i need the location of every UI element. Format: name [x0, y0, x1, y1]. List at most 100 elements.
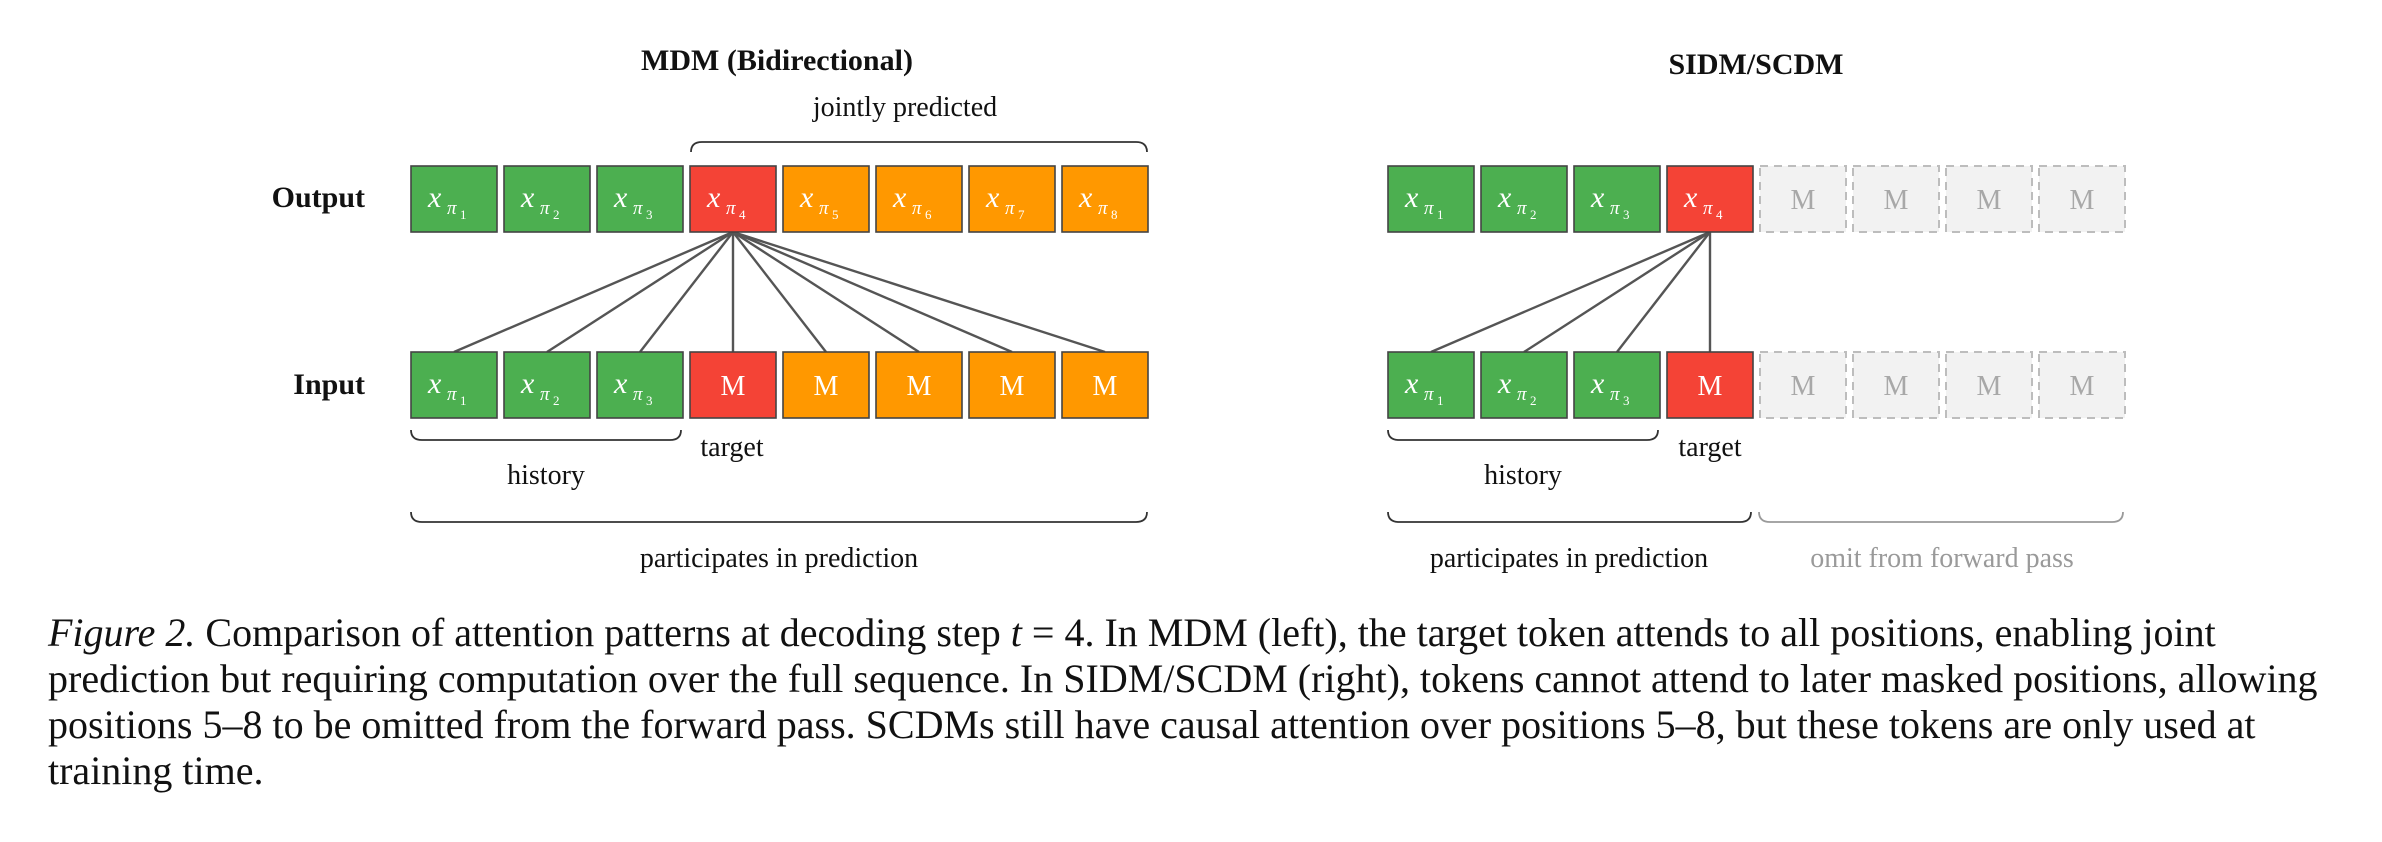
- token-index: 8: [1111, 207, 1118, 222]
- mdm-output-token-box: [782, 165, 870, 233]
- token-variable: x: [1497, 181, 1512, 214]
- sidm-output-token-box: [1387, 165, 1475, 233]
- sidm-output-token-8: M: [2038, 165, 2126, 233]
- sidm-input-token-7: M: [1945, 351, 2033, 419]
- token-index: 2: [553, 207, 560, 222]
- sidm-attention-lines: [1430, 230, 1712, 354]
- token-subscript: π: [1098, 198, 1108, 219]
- mdm-output-token-box: [410, 165, 498, 233]
- mdm-input-token-box: [875, 351, 963, 419]
- token-subscript: π: [1610, 198, 1620, 219]
- token-subscript: π: [633, 384, 643, 405]
- sidm-input-token-box: [1945, 351, 2033, 419]
- token-subscript: π: [1610, 384, 1620, 405]
- token-subscript: π: [447, 384, 457, 405]
- token-subscript: π: [1424, 198, 1434, 219]
- mdm-participates-brace: [410, 511, 1148, 523]
- token-index: 5: [832, 207, 839, 222]
- token-variable: x: [1078, 181, 1093, 214]
- token-subscript: π: [1517, 384, 1527, 405]
- token-index: 3: [646, 393, 653, 408]
- token-variable: x: [1683, 181, 1698, 214]
- sidm-output-token-7: M: [1945, 165, 2033, 233]
- attention-line-8: [732, 230, 1106, 354]
- mdm-title: MDM (Bidirectional): [641, 44, 913, 77]
- mask-token-text: M: [907, 371, 932, 402]
- token-variable: x: [427, 367, 442, 400]
- attention-line-6: [732, 230, 920, 354]
- caption-part2: = 4. In MDM (left), the target token att…: [48, 610, 2318, 793]
- mask-token-text: M: [1791, 185, 1816, 216]
- mask-token-text: M: [1884, 371, 1909, 402]
- input-row-label: Input: [293, 368, 365, 401]
- attention-line-1: [453, 230, 734, 354]
- sidm-input-token-box: [1480, 351, 1568, 419]
- attention-line-5: [732, 231, 827, 353]
- token-variable: x: [1590, 181, 1605, 214]
- token-index: 1: [460, 207, 467, 222]
- sidm-input-token-box: [1666, 351, 1754, 419]
- mdm-input-token-6: M: [875, 351, 963, 419]
- mdm-output-token-box: [503, 165, 591, 233]
- caption-label: Figure 2.: [48, 610, 196, 655]
- sidm-input-token-box: [1759, 351, 1847, 419]
- token-variable: x: [1404, 181, 1419, 214]
- token-variable: x: [799, 181, 814, 214]
- jointly-predicted-label: jointly predicted: [812, 92, 997, 123]
- mdm-input-token-box: [689, 351, 777, 419]
- sidm-input-token-box: [1852, 351, 1940, 419]
- sidm-input-token-4: M: [1666, 351, 1754, 419]
- token-subscript: π: [1517, 198, 1527, 219]
- mdm-input-token-7: M: [968, 351, 1056, 419]
- sidm-output-token-box: [1480, 165, 1568, 233]
- mask-token-text: M: [1791, 371, 1816, 402]
- token-index: 1: [1437, 207, 1444, 222]
- token-subscript: π: [447, 198, 457, 219]
- attention-line-7: [732, 230, 1013, 354]
- mask-token-text: M: [2070, 185, 2095, 216]
- token-index: 2: [1530, 207, 1537, 222]
- mdm-input-token-box: [782, 351, 870, 419]
- token-index: 2: [553, 393, 560, 408]
- token-index: 3: [646, 207, 653, 222]
- mdm-history-label: history: [507, 460, 585, 491]
- token-subscript: π: [633, 198, 643, 219]
- sidm-participates-label: participates in prediction: [1430, 543, 1708, 574]
- token-index: 2: [1530, 393, 1537, 408]
- mdm-panel: MDM (Bidirectional) jointly predicted Ou…: [272, 44, 1149, 574]
- token-subscript: π: [540, 198, 550, 219]
- token-variable: x: [1497, 367, 1512, 400]
- token-variable: x: [520, 181, 535, 214]
- token-variable: x: [892, 181, 907, 214]
- sidm-output-token-box: [2038, 165, 2126, 233]
- mdm-output-token-box: [596, 165, 684, 233]
- sidm-target-label: target: [1678, 432, 1741, 463]
- sidm-output-token-box: [1573, 165, 1661, 233]
- mdm-history-brace: [410, 429, 682, 441]
- token-variable: x: [1404, 367, 1419, 400]
- mdm-input-token-box: [968, 351, 1056, 419]
- figure-caption: Figure 2. Comparison of attention patter…: [48, 610, 2348, 794]
- mask-token-text: M: [2070, 371, 2095, 402]
- sidm-output-token-box: [1759, 165, 1847, 233]
- sidm-input-token-5: M: [1759, 351, 1847, 419]
- caption-part1: Comparison of attention patterns at deco…: [195, 610, 1011, 655]
- token-subscript: π: [726, 198, 736, 219]
- sidm-history-brace: [1387, 429, 1659, 441]
